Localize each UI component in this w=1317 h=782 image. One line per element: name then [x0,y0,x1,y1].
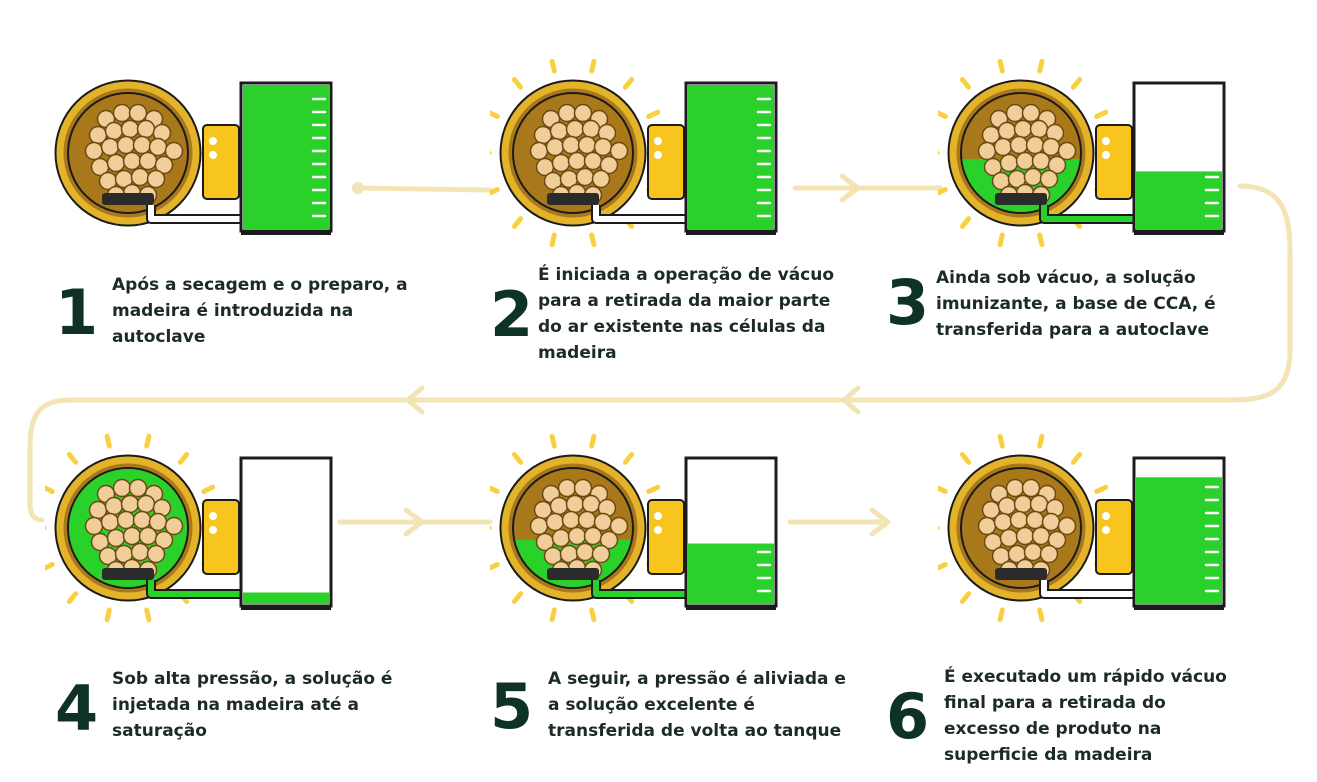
step-4-illustration [45,433,333,623]
flow-start-dot [352,182,364,194]
step-5-illustration [490,433,778,623]
solution-tank-icon [239,81,333,235]
pump-icon [647,124,685,200]
wood-logs-icon [977,478,1077,580]
step-3-number: 3 [886,266,930,339]
step-1-number: 1 [55,276,99,349]
solution-tank-icon [684,81,778,235]
pump-icon [202,124,240,200]
step-4-description: Sob alta pressão, a solução é injetada n… [112,669,393,741]
flow-arrow-4-5 [403,507,425,537]
step-4-number: 4 [55,672,99,745]
step-1-description: Após a secagem e o preparo, a madeira é … [112,275,408,347]
step-5-description: A seguir, a pressão é aliviada e a soluç… [548,669,846,741]
flow-segment-1-2 [355,185,493,193]
wood-logs-icon [84,478,184,580]
pump-icon [1095,499,1133,575]
flow-arrow-5-6 [869,507,891,537]
step-6-illustration [938,433,1226,623]
pump-icon [647,499,685,575]
transfer-pipe-fill [1041,580,1138,597]
transfer-pipe-fill [1041,205,1138,222]
solution-tank-icon [684,456,778,610]
step-3-illustration [938,58,1226,248]
transfer-pipe-fill [148,580,245,597]
pump-icon [202,499,240,575]
pump-icon [1095,124,1133,200]
step-2-number: 2 [490,278,534,351]
tank-solution-level [1136,171,1222,229]
step-2-description: É iniciada a operação de vácuo para a re… [538,265,835,363]
step-6-number: 6 [886,680,930,753]
wood-logs-icon [84,103,184,205]
solution-tank-icon [239,456,333,610]
solution-tank-icon [1132,81,1226,235]
step-5-number: 5 [490,670,534,743]
step-6-description: É executado um rápido vácuo final para a… [944,667,1227,765]
step-2-illustration [490,58,778,248]
wood-logs-icon [529,103,629,205]
vacuum-rays-icon [938,58,1118,248]
tank-solution-level [243,85,329,229]
tank-solution-level [688,543,774,604]
flow-arrow-2-3 [839,173,861,203]
transfer-pipe-fill [593,580,690,597]
vacuum-rays-icon [938,433,1118,623]
tank-solution-level [1136,477,1222,604]
tank-solution-level [243,592,329,604]
wood-logs-icon [529,478,629,580]
step-3-description: Ainda sob vácuo, a solução imunizante, a… [936,268,1216,340]
wood-logs-icon [977,103,1077,205]
flow-arrow-row2-a [841,385,861,415]
flow-arrow-row2-b [405,385,425,415]
transfer-pipe-fill [593,205,690,222]
tank-solution-level [688,85,774,229]
solution-tank-icon [1132,456,1226,610]
flow-segment-3-4 [27,183,1293,523]
transfer-pipe-fill [148,205,245,222]
step-1-illustration [54,79,333,235]
